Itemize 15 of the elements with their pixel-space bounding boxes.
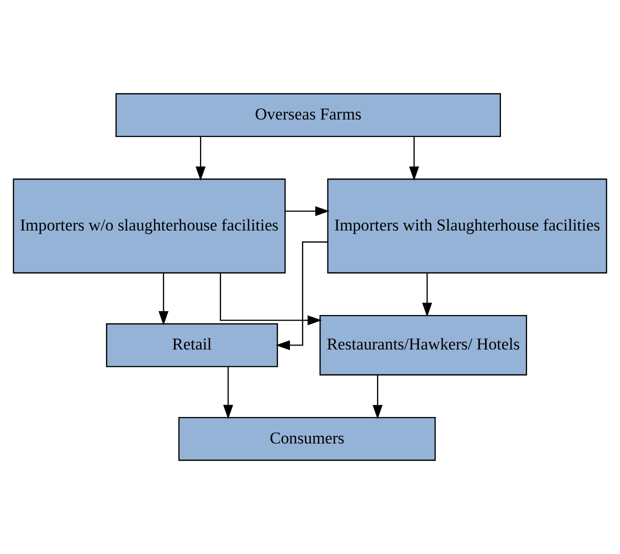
node-box: Consumers	[178, 416, 436, 461]
arrow	[276, 241, 328, 350]
arrow	[158, 273, 168, 326]
arrow	[196, 136, 206, 181]
node-box: Retail	[106, 323, 278, 368]
arrow	[422, 273, 432, 317]
arrow	[372, 375, 383, 420]
arrow	[285, 206, 330, 216]
arrow	[409, 136, 420, 181]
node-box: Restaurants/Hawkers/ Hotels	[319, 314, 528, 376]
arrow	[223, 366, 234, 420]
arrow	[220, 273, 322, 326]
node-box: Overseas Farms	[115, 93, 501, 138]
node-box: Importers w/o slaughterhouse facilities	[12, 178, 286, 274]
node-box: Importers with Slaughterhouse facilities	[327, 178, 608, 274]
